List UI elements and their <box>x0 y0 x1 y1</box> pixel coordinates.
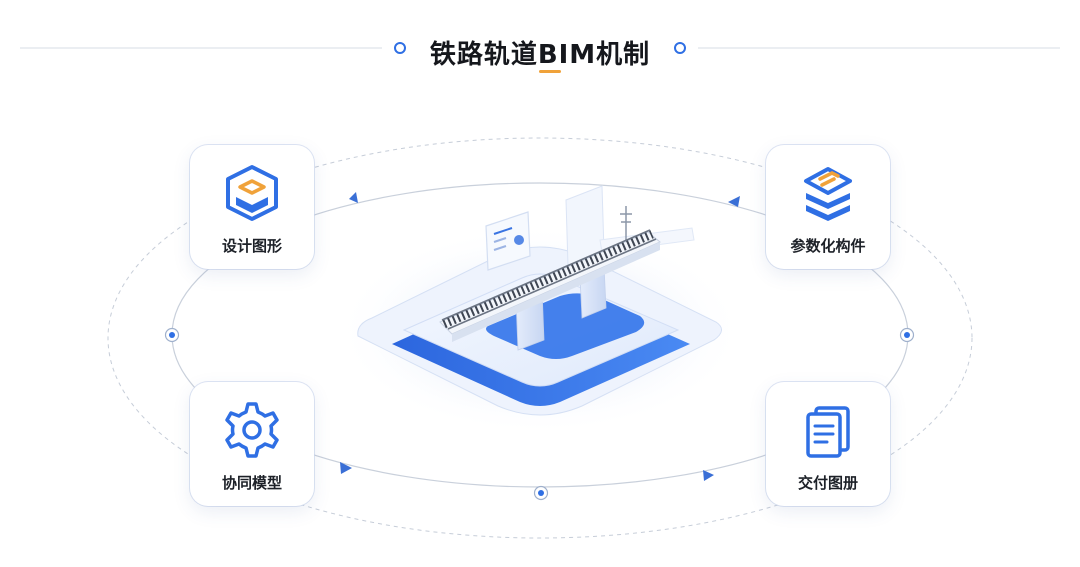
floating-info-card <box>485 211 531 271</box>
title-accent-underline <box>539 70 561 73</box>
flow-arrow-top-left <box>349 192 358 203</box>
header: 铁路轨道BIM机制 <box>0 22 1080 82</box>
card-delivery-drawings[interactable]: 交付图册 <box>766 382 890 506</box>
card-label: 协同模型 <box>221 474 282 492</box>
gear-icon <box>225 402 279 458</box>
orbit-node-bottom <box>533 485 549 501</box>
card-collaborative-model[interactable]: 协同模型 <box>190 382 314 506</box>
outer-orbit <box>107 137 973 539</box>
card-design-graphics[interactable]: 设计图形 <box>190 145 314 269</box>
stacked-layers-icon <box>804 167 852 221</box>
signal-mast <box>620 206 632 240</box>
header-dot-left <box>394 42 406 54</box>
railway-track <box>439 229 661 342</box>
orbit-node-left <box>164 327 180 343</box>
page-title: 铁路轨道BIM机制 <box>429 40 651 70</box>
header-decoration <box>20 42 1060 54</box>
card-parametric-components[interactable]: 参数化构件 <box>766 145 890 269</box>
orbit-node-right <box>899 327 915 343</box>
header-dot-right <box>674 42 686 54</box>
card-label: 交付图册 <box>797 474 858 492</box>
card-label: 设计图形 <box>221 237 282 255</box>
flow-arrow-top-right <box>728 196 740 207</box>
document-stack-icon <box>806 406 850 458</box>
flow-arrow-bottom-left <box>340 462 352 474</box>
card-label: 参数化构件 <box>790 237 866 255</box>
layered-cube-icon <box>226 165 278 221</box>
flow-arrow-bottom-right <box>703 470 714 481</box>
